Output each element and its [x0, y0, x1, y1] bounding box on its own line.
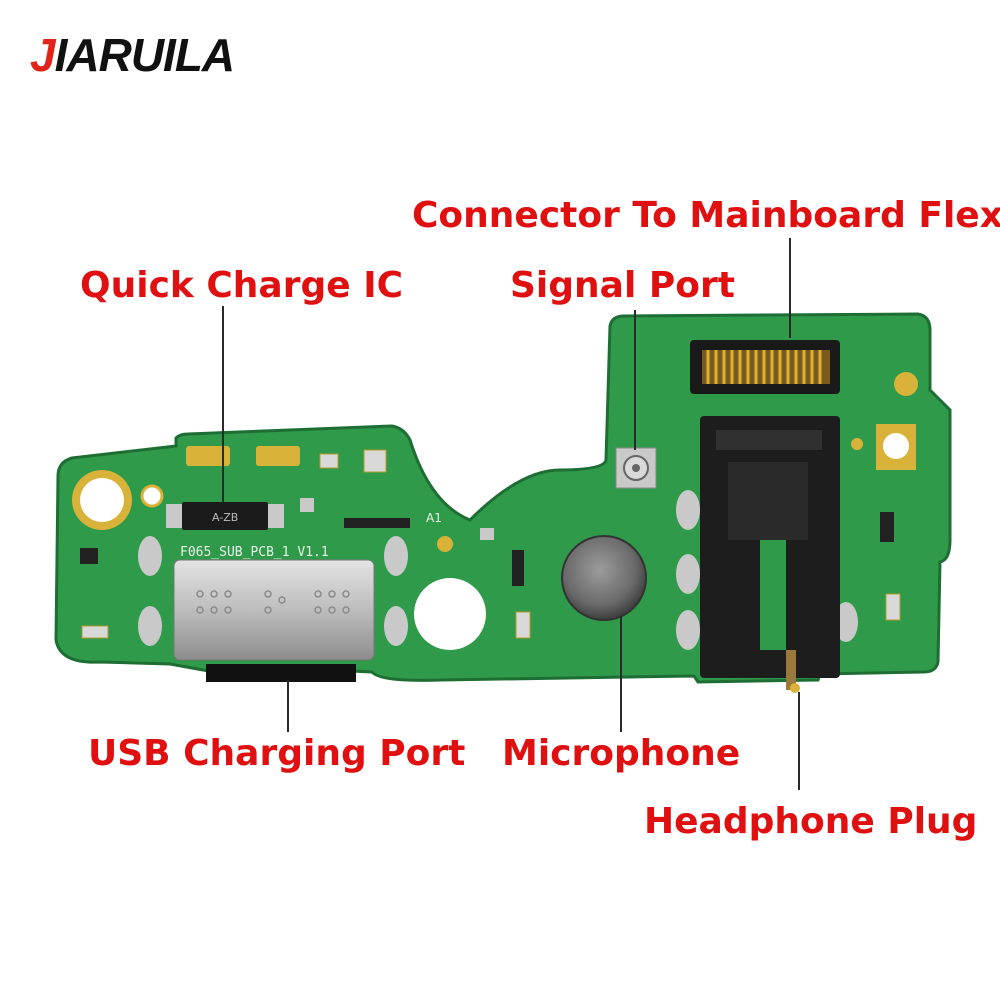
- label-headphone-plug: Headphone Plug: [644, 801, 978, 842]
- leader-signal-port: [634, 310, 636, 450]
- label-connector-to-mainboard-flex: Connector To Mainboard Flex: [412, 195, 1000, 236]
- brand-logo-initial: J: [30, 29, 56, 81]
- leader-headphone: [798, 692, 800, 790]
- mainboard-flex-connector: [690, 340, 840, 394]
- brand-logo: JIARUILA: [30, 28, 236, 82]
- leader-microphone: [620, 616, 622, 732]
- brand-logo-text: IARUILA: [54, 29, 236, 81]
- leader-usb-port: [287, 680, 289, 732]
- label-quick-charge-ic: Quick Charge IC: [80, 265, 404, 306]
- signal-port-connector: [615, 447, 657, 489]
- label-signal-port: Signal Port: [510, 265, 735, 306]
- usb-c-port: [173, 559, 375, 682]
- mounting-hole-center: [414, 578, 486, 650]
- chip-marking: A-ZB: [212, 511, 238, 524]
- leader-connector: [789, 238, 791, 338]
- leader-quick-charge: [222, 306, 224, 502]
- label-usb-charging-port: USB Charging Port: [88, 733, 466, 774]
- quick-charge-chip: [182, 502, 268, 530]
- headphone-jack: [700, 416, 840, 693]
- microphone-capsule: [561, 535, 647, 621]
- silkscreen-text: F065_SUB_PCB_1 V1.1: [180, 545, 329, 560]
- label-microphone: Microphone: [502, 733, 741, 774]
- corner-mark: A1: [426, 511, 442, 525]
